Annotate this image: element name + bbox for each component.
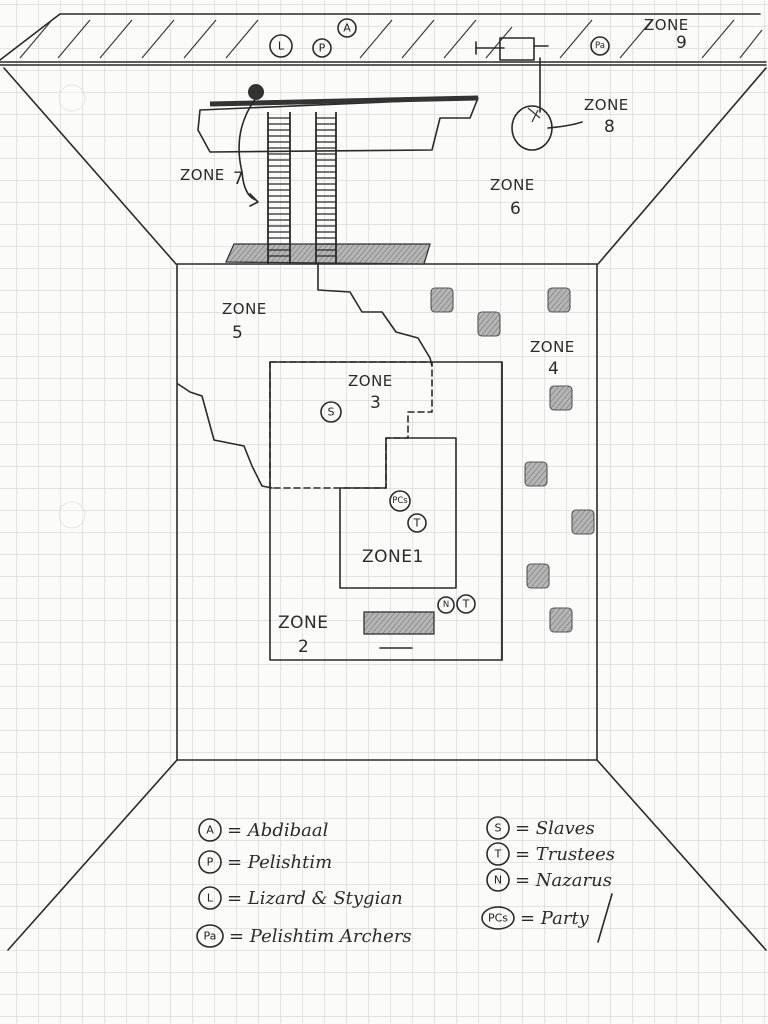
- legend-symbol-circle: [196, 924, 224, 948]
- binder-holes: [58, 84, 86, 529]
- zone-5-label: ZONE: [222, 300, 267, 318]
- zone-1-label: ZONE1: [362, 547, 424, 567]
- legend-symbol: A: [206, 824, 214, 837]
- token-pelishtim: P: [312, 38, 332, 58]
- pillar-block: [549, 607, 573, 633]
- lower-ledge: [225, 243, 431, 265]
- legend-symbol: T: [494, 848, 502, 861]
- legend-item: T = Trustees: [486, 842, 615, 866]
- token-party: PCs: [389, 490, 411, 512]
- zone-labels: ZONE1 ZONE 2 ZONE 3 ZONE 4 ZONE 5 ZONE 6…: [180, 16, 689, 657]
- upper-platform: [197, 95, 479, 153]
- legend-symbol-circle: [486, 868, 510, 892]
- legend-symbol: Pa: [204, 930, 217, 943]
- legend-item: A = Abdibaal: [198, 818, 329, 842]
- legend-symbol-circle: [481, 906, 515, 930]
- zone-3-number: 3: [370, 393, 381, 413]
- legend-label: = Pelishtim Archers: [229, 926, 412, 947]
- zone-2-number: 2: [298, 637, 309, 657]
- legend-symbol: S: [495, 822, 502, 835]
- legend-label: = Nazarus: [515, 870, 612, 891]
- zone-3-label: ZONE: [348, 372, 393, 390]
- zone-7-number: 7: [233, 169, 244, 189]
- wall-cracks: [177, 263, 433, 489]
- pillar-block: [430, 287, 454, 313]
- legend-label: = Pelishtim: [227, 852, 332, 873]
- legend-symbol: N: [494, 874, 502, 887]
- token-trustees-zone1: T: [407, 513, 427, 533]
- legend-item: P = Pelishtim: [198, 850, 332, 874]
- legend-item: N = Nazarus: [486, 868, 612, 892]
- token-slaves: S: [320, 401, 342, 423]
- zone-4-label: ZONE: [530, 338, 575, 356]
- zone-4-number: 4: [548, 359, 559, 379]
- token-archers: Pa: [590, 36, 610, 56]
- legend-symbol-circle: [198, 850, 222, 874]
- pulley-and-weight: [475, 37, 583, 151]
- zone-6-number: 6: [510, 199, 521, 219]
- zone-6-label: ZONE: [490, 176, 535, 194]
- rope-anchor: [248, 84, 264, 100]
- zone-8-label: ZONE: [584, 96, 629, 114]
- svg-text:L: L: [278, 40, 285, 53]
- zone-5-number: 5: [232, 323, 243, 343]
- pillars: [430, 287, 595, 633]
- token-lizard: L: [269, 34, 293, 58]
- legend-symbol-circle: [486, 842, 510, 866]
- svg-text:A: A: [343, 22, 351, 35]
- zone-8-number: 8: [604, 117, 615, 137]
- pillar-block: [571, 509, 595, 535]
- pillar-block: [526, 563, 550, 589]
- svg-text:T: T: [413, 517, 421, 530]
- pillar-block: [477, 311, 501, 337]
- pillar-block: [549, 385, 573, 411]
- legend-item: L = Lizard & Stygian: [198, 886, 403, 910]
- legend-symbol: P: [207, 856, 214, 869]
- legend-label: = Slaves: [515, 818, 595, 839]
- legend-item: PCs = Party: [481, 906, 590, 930]
- zone-7-arrow: [238, 97, 259, 207]
- pillar-block: [547, 287, 571, 313]
- svg-text:S: S: [328, 406, 335, 419]
- bench: [363, 611, 435, 635]
- svg-text:T: T: [462, 598, 470, 611]
- zone-7-label: ZONE: [180, 166, 225, 184]
- pillar-block: [524, 461, 548, 487]
- legend-label: = Trustees: [515, 844, 615, 865]
- legend-item: Pa = Pelishtim Archers: [196, 924, 412, 948]
- pen-flourish: [597, 893, 613, 943]
- ladders: [267, 112, 337, 264]
- zone-1-area: [339, 437, 457, 589]
- svg-text:N: N: [443, 600, 449, 610]
- svg-text:P: P: [319, 42, 326, 55]
- legend-label: = Party: [520, 908, 590, 929]
- zone-9-label: ZONE: [644, 16, 689, 34]
- legend-label: = Lizard & Stygian: [227, 888, 403, 909]
- legend-symbol-circle: [198, 818, 222, 842]
- map-tokens: L P A Pa S PCs T N: [269, 18, 610, 614]
- svg-text:PCs: PCs: [392, 496, 408, 506]
- token-trustees-zone2: T: [456, 594, 476, 614]
- token-abdibaal: A: [337, 18, 357, 38]
- legend-item: S = Slaves: [486, 816, 595, 840]
- legend-symbol-circle: [486, 816, 510, 840]
- svg-text:Pa: Pa: [595, 41, 605, 51]
- top-wall-band: [0, 13, 767, 66]
- legend-symbol-circle: [198, 886, 222, 910]
- legend-symbol: PCs: [488, 912, 508, 925]
- zone-9-number: 9: [676, 33, 687, 53]
- legend-label: = Abdibaal: [227, 820, 329, 841]
- zone-2-label: ZONE: [278, 613, 329, 633]
- token-nazarus: N: [437, 596, 455, 614]
- legend-symbol: L: [207, 892, 214, 905]
